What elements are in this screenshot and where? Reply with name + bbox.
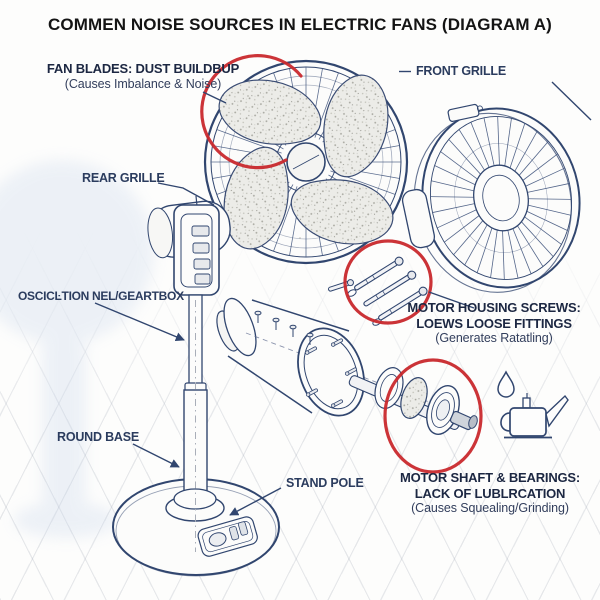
label-motor-shaft: MOTOR SHAFT & BEARINGS: LACK OF LUBLRCAT… (392, 470, 588, 517)
front-grille-drawing (401, 103, 581, 293)
label-stand-pole: STAND POLE (286, 476, 364, 490)
shaft-bearings-drawing (348, 367, 478, 435)
front-grille-spokes (430, 116, 572, 280)
dust-speckles (237, 95, 356, 239)
oil-can-icon (500, 393, 569, 439)
annotation-circle-bearings (383, 358, 483, 474)
label-motor-shaft-heading2: LACK OF LUBLRCATION (414, 485, 566, 501)
diagram-title: COMMEN NOISE SOURCES IN ELECTRIC FANS (D… (48, 15, 552, 34)
housing-face-screws (304, 338, 357, 408)
label-fan-blades: FAN BLADES: DUST BUILDBUP (Causes Imbala… (38, 61, 248, 92)
housing-top-screws (254, 310, 314, 345)
stand-pole-drawing (165, 294, 225, 552)
label-oscillation-gearbox: OSCICĿTION NEL/GEARTBOX (18, 289, 184, 303)
annotation-circle-screws (343, 239, 433, 325)
base-control-plate-drawing (197, 516, 258, 557)
watermark-fan-icon (0, 160, 154, 538)
control-box-drawing (173, 204, 220, 296)
loose-screws-drawing (327, 256, 428, 326)
annotation-circle-blades (200, 54, 303, 170)
motor-housing-drawing (216, 297, 467, 417)
annotation-circles (200, 54, 483, 474)
label-motor-screws-heading2: LOEWS LOOSE FITTINGS (416, 315, 572, 331)
label-motor-screws-heading1: MOTOR HOUSING SCREWS: (407, 300, 581, 315)
fan-head-drawing (203, 59, 409, 265)
label-fan-blades-heading: FAN BLADES: DUST BUILDBUP (46, 61, 240, 76)
stand-assembly-drawing (112, 195, 280, 577)
leader-lines (94, 70, 592, 516)
label-motor-screws-sub: (Generates Ratatling) (435, 331, 553, 345)
label-front-grille: FRONT GRILLE (416, 64, 506, 78)
oil-drop-icon (497, 370, 515, 398)
fan-blades-drawing (218, 74, 394, 250)
label-round-base: ROUND BASE (57, 430, 140, 444)
label-fan-blades-sub: (Causes Imbalance & Noise) (64, 76, 222, 91)
label-motor-screws: MOTOR HOUSING SCREWS: LOEWS LOOSE FITTIN… (398, 300, 590, 347)
label-motor-shaft-sub: (Causes Squealing/Grinding) (411, 501, 569, 515)
label-rear-grille: REAR GRILLE (82, 171, 165, 185)
label-motor-shaft-heading1: MOTOR SHAFT & BEARINGS: (399, 470, 581, 485)
